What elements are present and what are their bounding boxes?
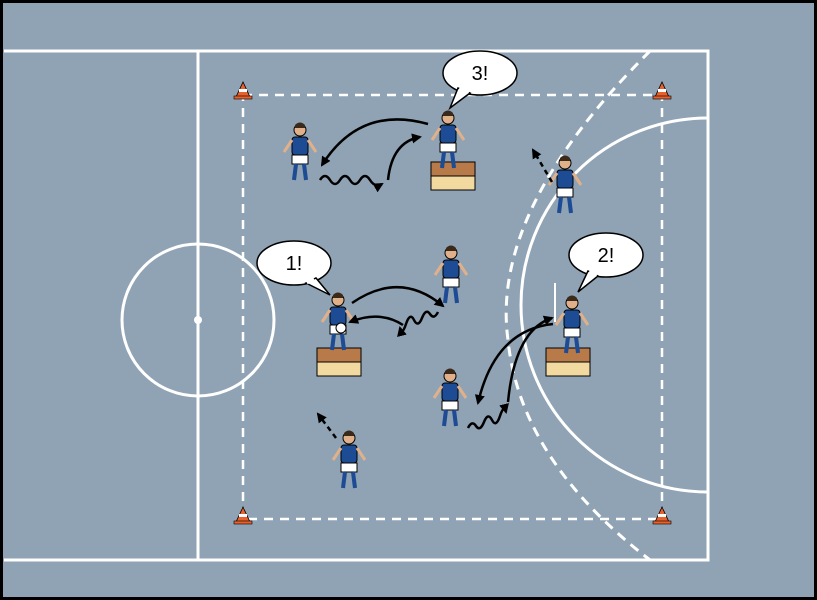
callout-two: 2!	[568, 232, 644, 293]
callout-one: 1!	[256, 240, 332, 296]
callout-three-text: 3!	[472, 63, 489, 85]
dribble-arrows	[318, 174, 509, 430]
center-circle	[120, 242, 276, 398]
callout-three: 3!	[442, 50, 518, 111]
callout-two-text: 2!	[598, 245, 615, 267]
center-spot	[194, 316, 202, 324]
callout-one-text: 1!	[286, 253, 303, 275]
training-area	[241, 93, 664, 521]
pass-arrows	[320, 118, 554, 405]
ball-icon	[335, 322, 347, 334]
sideline	[4, 49, 710, 562]
goal-area-line	[519, 116, 709, 494]
run-arrows	[316, 148, 554, 439]
court-lines	[4, 49, 710, 562]
box-icon	[316, 347, 362, 377]
free-throw-line	[504, 49, 652, 562]
